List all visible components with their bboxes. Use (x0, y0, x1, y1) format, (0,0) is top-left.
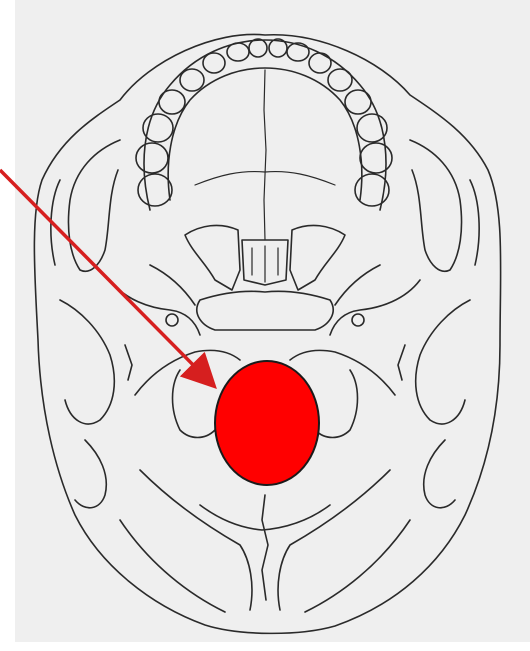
zygomatic-arch-right (410, 140, 462, 271)
skull-line-art (34, 34, 500, 633)
styloid-left (125, 345, 132, 380)
sphenoid-body (197, 291, 333, 330)
occipital-condyle-right (315, 370, 358, 438)
styloid-right (398, 345, 405, 380)
greater-wing-right (330, 280, 420, 335)
mastoid-right (424, 440, 455, 508)
mandibular-fossa-left (60, 300, 114, 424)
occipital-crest (262, 495, 268, 600)
pterygoid-plates (185, 225, 240, 290)
highlight-marker (215, 361, 319, 485)
mastoid-left (75, 440, 106, 508)
palate-suture (264, 70, 266, 240)
pointer-arrow (0, 170, 212, 384)
foramen-ovale-right (352, 314, 364, 326)
mandibular-fossa-right (416, 300, 470, 424)
foramen-ovale-left (166, 314, 178, 326)
zygomatic-arch-left (68, 140, 120, 271)
inferior-nuchal-line (140, 470, 252, 610)
